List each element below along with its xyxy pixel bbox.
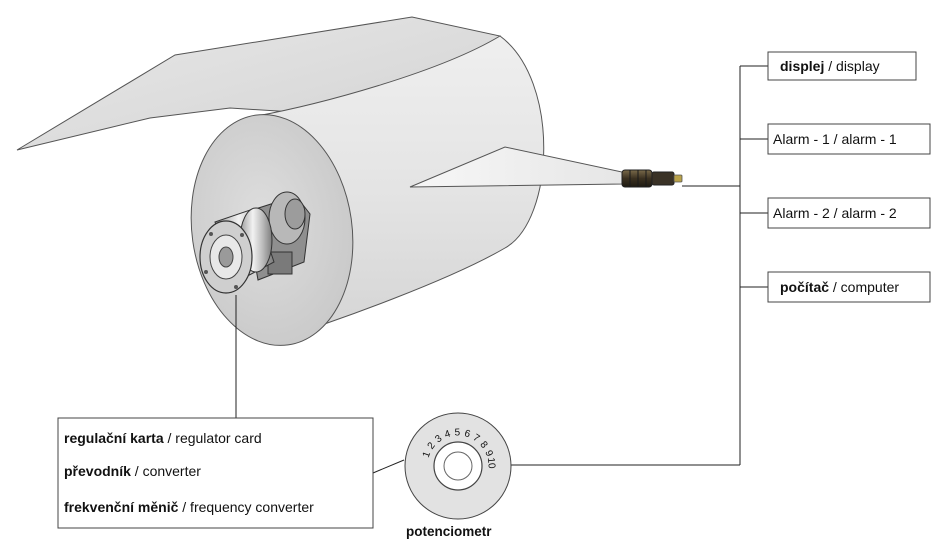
wiring xyxy=(235,65,768,474)
dial-number: 8 xyxy=(477,439,489,451)
control-text: / regulator card xyxy=(164,430,262,446)
output-text: Alarm - 1 / alarm - 1 xyxy=(773,131,897,147)
output-text: / computer xyxy=(829,279,899,295)
svg-text:Alarm - 2 / alarm - 2: Alarm - 2 / alarm - 2 xyxy=(773,205,897,221)
dial-number: 3 xyxy=(433,433,444,445)
dial-number: 10 xyxy=(485,457,497,469)
potentiometer-caption: potenciometr xyxy=(406,524,492,539)
output-text: / display xyxy=(824,58,879,74)
output-displej: displej / display xyxy=(767,51,917,81)
svg-text:regulační karta / regulator ca: regulační karta / regulator card xyxy=(64,430,262,446)
dial-number: 6 xyxy=(463,428,472,440)
output-alarm-2: Alarm - 2 / alarm - 2 xyxy=(767,197,931,229)
svg-text:displej / display: displej / display xyxy=(780,58,880,74)
dial-number: 1 xyxy=(421,450,433,459)
dial-number: 5 xyxy=(455,427,461,438)
output-alarm-1: Alarm - 1 / alarm - 1 xyxy=(767,123,931,155)
output-pocitac: počítač / computer xyxy=(767,271,931,303)
control-bold: převodník xyxy=(64,463,131,479)
svg-text:převodník / converter: převodník / converter xyxy=(64,463,201,479)
control-text: / converter xyxy=(131,463,201,479)
svg-text:frekvenční měnič / frequency c: frekvenční měnič / frequency converter xyxy=(64,499,314,515)
ultrasonic-sensor xyxy=(621,169,683,188)
output-bold: displej xyxy=(780,58,824,74)
dial-number: 7 xyxy=(471,432,482,444)
dial-number: 2 xyxy=(426,440,438,451)
svg-text:počítač / computer: počítač / computer xyxy=(780,279,899,295)
control-box: regulační karta / regulator card převodn… xyxy=(57,417,374,529)
output-text: Alarm - 2 / alarm - 2 xyxy=(773,205,897,221)
dial-number: 4 xyxy=(443,428,452,440)
dial-number: 9 xyxy=(482,449,494,459)
control-text: / frequency converter xyxy=(178,499,314,515)
output-bold: počítač xyxy=(780,279,829,295)
control-bold: frekvenční měnič xyxy=(64,499,179,515)
control-bold: regulační karta xyxy=(64,430,164,446)
drive-motor xyxy=(199,191,311,294)
svg-text:Alarm - 1 / alarm - 1: Alarm - 1 / alarm - 1 xyxy=(773,131,897,147)
